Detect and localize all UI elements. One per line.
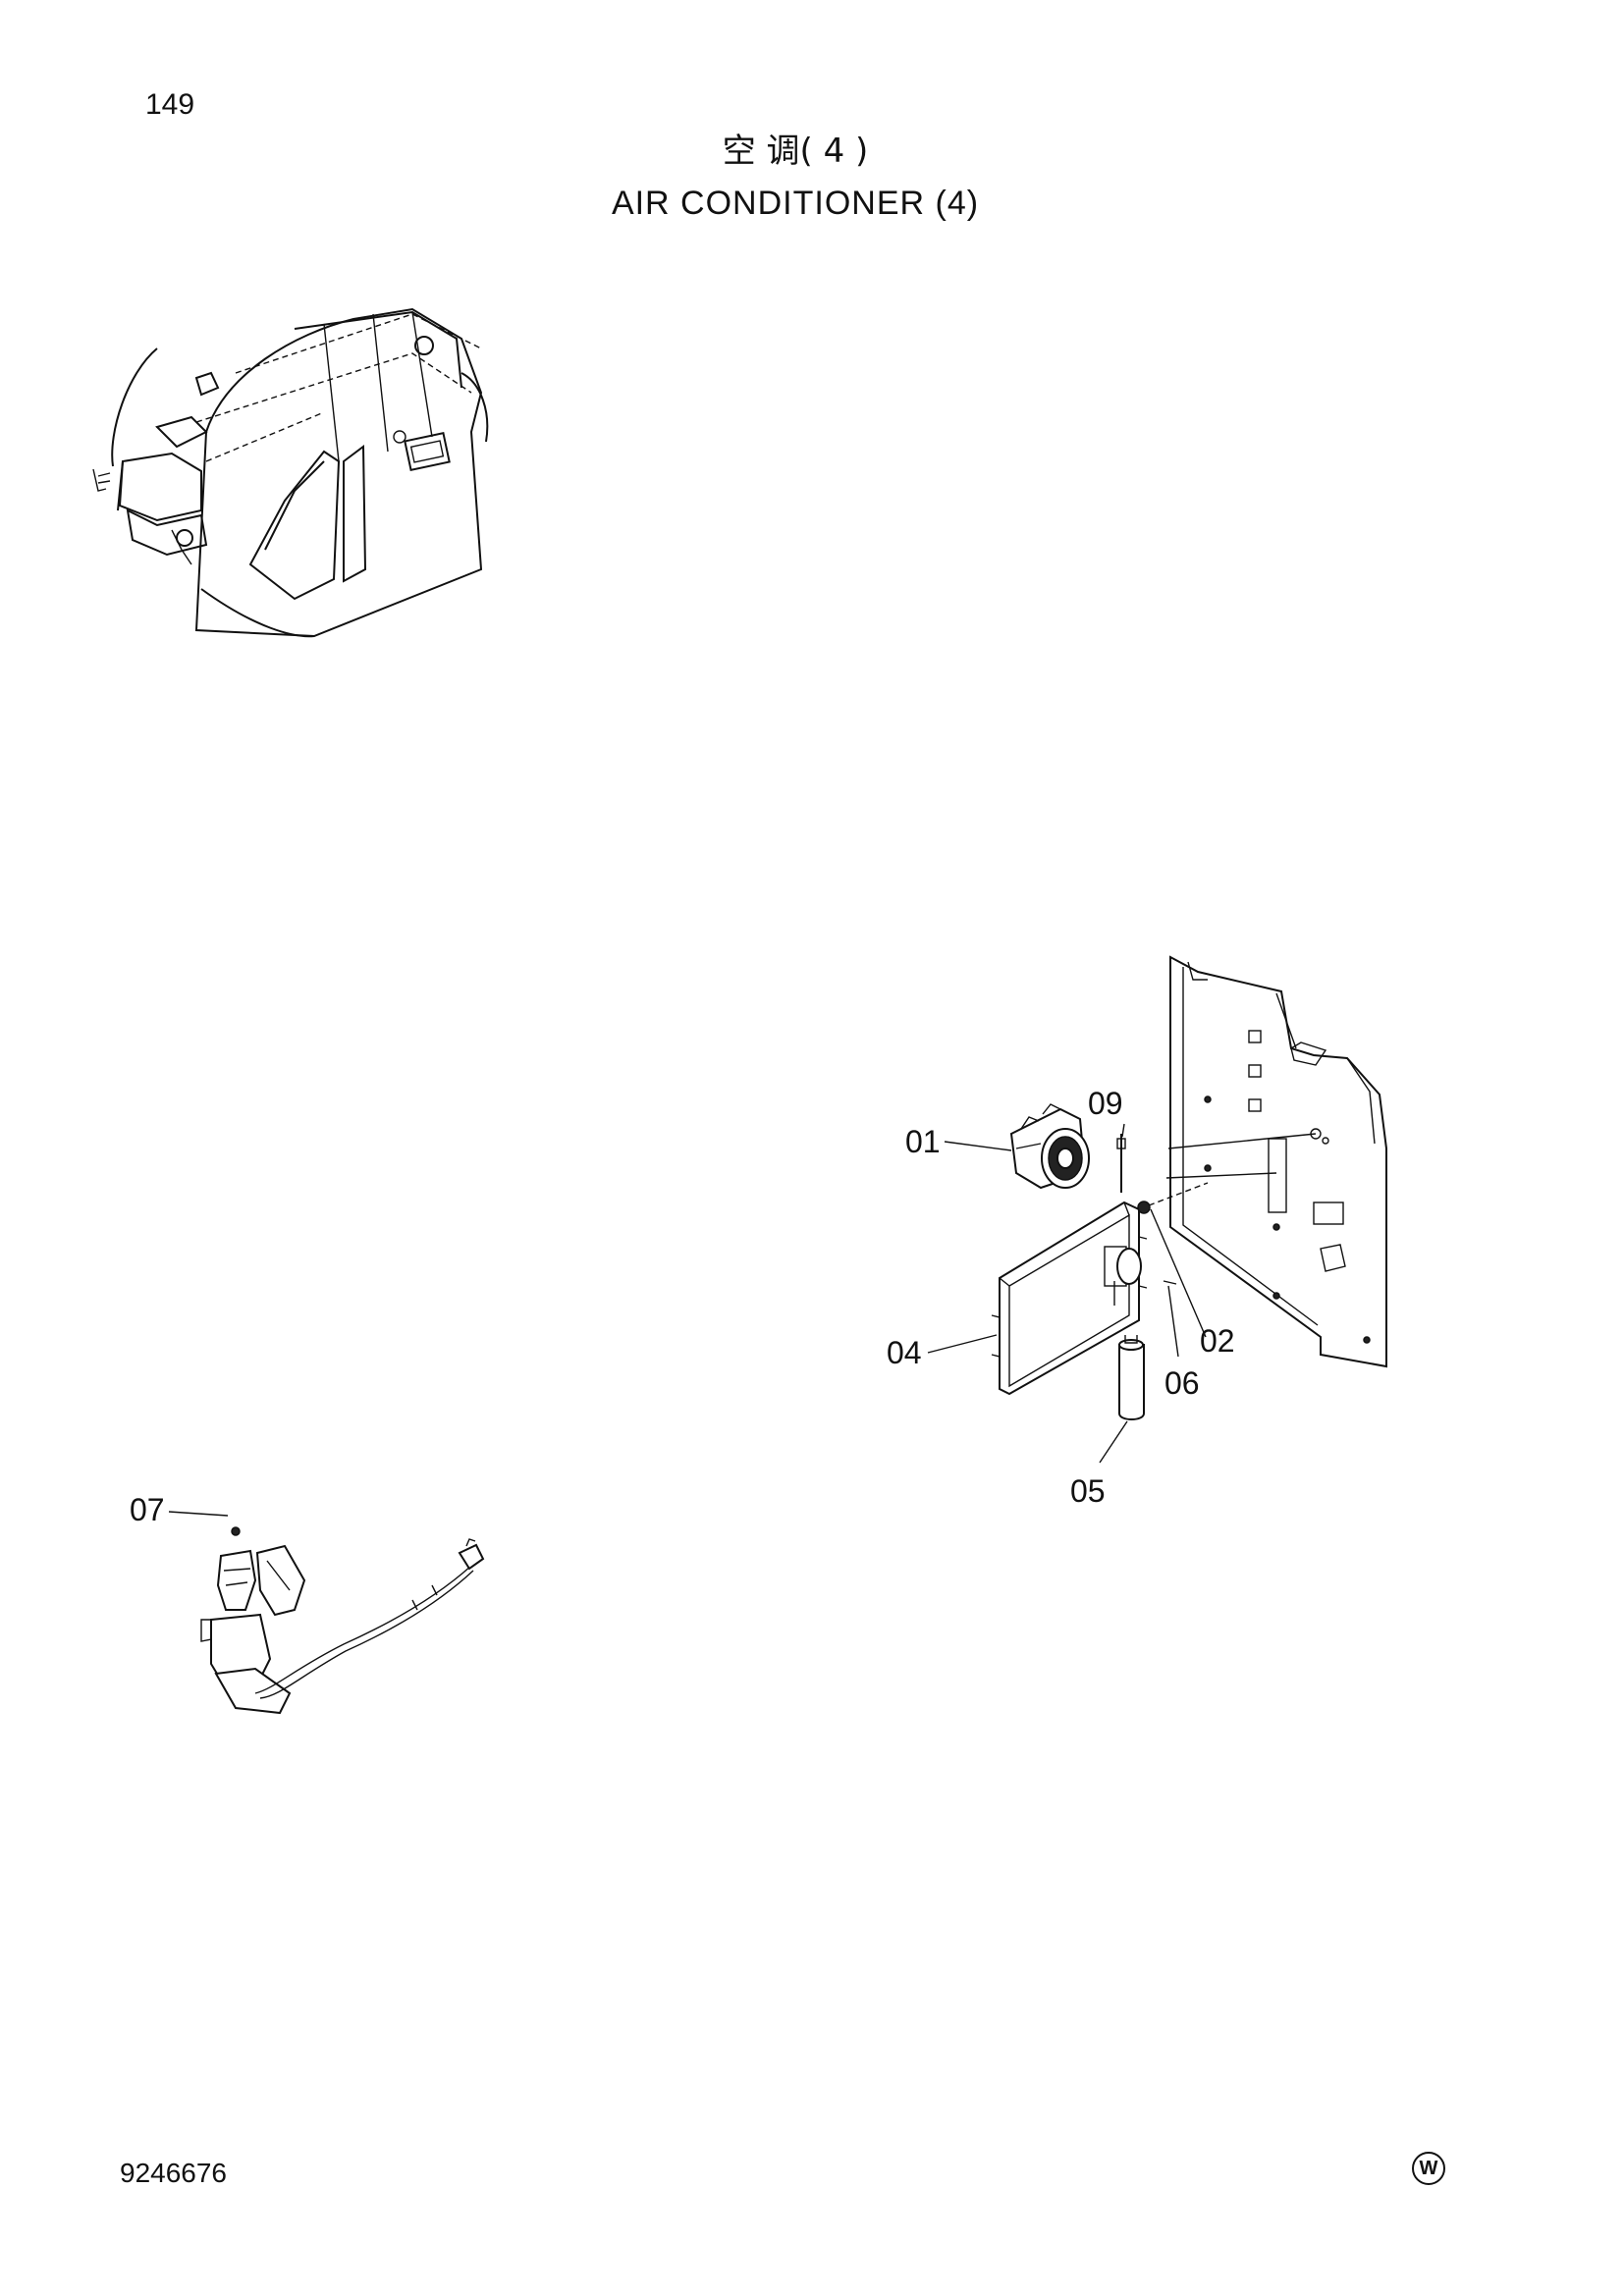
page-number: 149 bbox=[145, 88, 195, 121]
callout-01: 01 bbox=[905, 1124, 941, 1159]
callout-05: 05 bbox=[1070, 1473, 1106, 1509]
receiver-drier-icon bbox=[1118, 1335, 1145, 1420]
switch-harness-icon bbox=[200, 1526, 485, 1715]
page-title: AIR CONDITIONER (4) bbox=[611, 185, 980, 222]
nut-icon bbox=[1137, 1201, 1151, 1214]
callout-07: 07 bbox=[130, 1492, 165, 1527]
mounting-panel-icon bbox=[1165, 955, 1387, 1368]
compressor-icon bbox=[1009, 1103, 1090, 1190]
callout-04: 04 bbox=[887, 1335, 922, 1370]
w-mark: W bbox=[1412, 2152, 1445, 2185]
callout-02: 02 bbox=[1200, 1323, 1235, 1359]
condenser-icon bbox=[991, 1201, 1148, 1396]
page-title-chinese: 空 调( 4 ) bbox=[722, 132, 869, 171]
leader-lines bbox=[168, 1123, 1209, 1517]
washer-icon bbox=[1163, 1280, 1177, 1285]
document-number: 9246676 bbox=[120, 2158, 228, 2188]
callout-06: 06 bbox=[1164, 1365, 1200, 1401]
excavator-cab-overview-icon bbox=[92, 307, 489, 638]
callout-09: 09 bbox=[1088, 1086, 1123, 1121]
bolt-icon bbox=[1116, 1134, 1126, 1193]
